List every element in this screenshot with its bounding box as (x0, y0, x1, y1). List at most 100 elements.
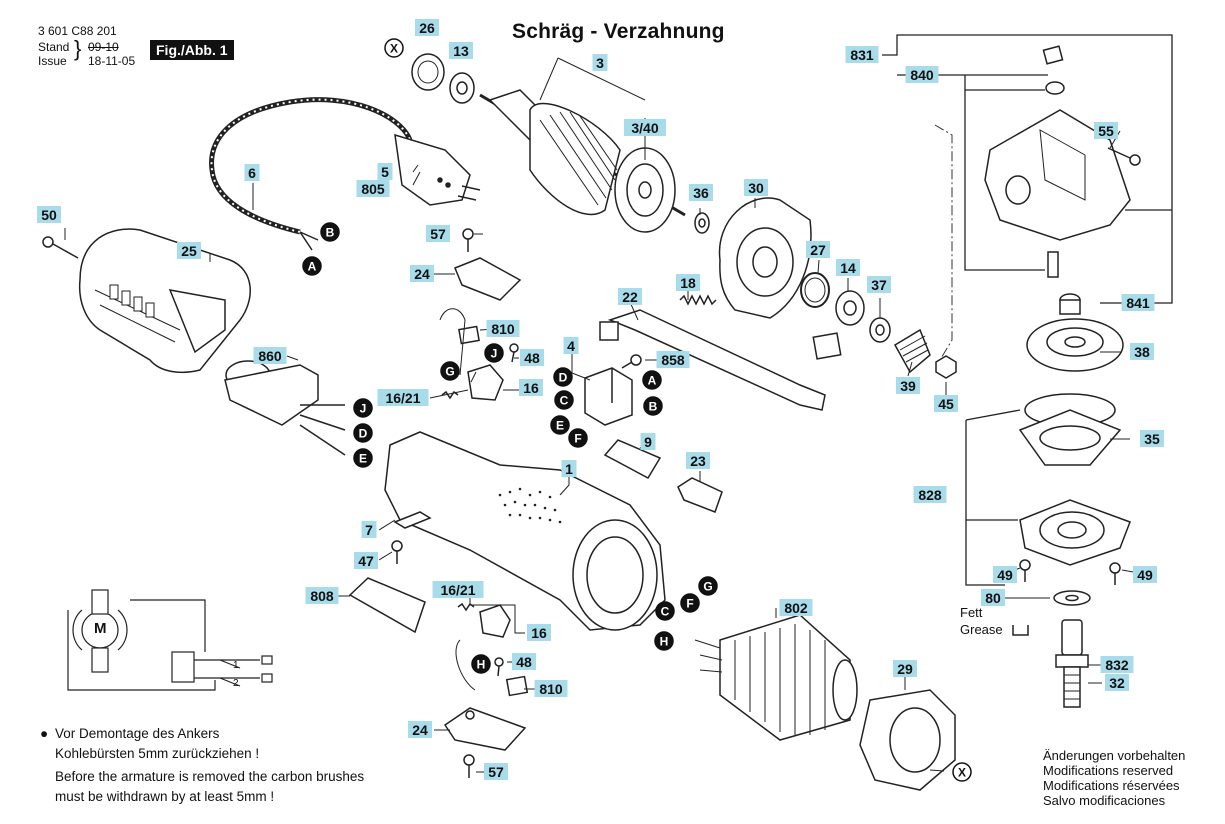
connection-marker-g: G (440, 361, 460, 381)
electronic-module-drawing (224, 360, 346, 456)
connection-marker-text: E (359, 452, 367, 466)
part-label-50: 50 (37, 206, 61, 223)
part-label-16-21: 16/21 (377, 389, 429, 406)
part-label-26: 26 (415, 19, 439, 36)
part-label-text: 48 (516, 654, 532, 670)
connection-marker-text: D (359, 427, 368, 441)
brace-glyph: } (74, 36, 82, 61)
part-label-80: 80 (981, 589, 1005, 606)
spring-18-drawing (679, 294, 717, 306)
part-label-text: 29 (897, 661, 913, 677)
part-label-32: 32 (1105, 674, 1129, 691)
connection-marker-a: A (642, 370, 662, 390)
connection-marker-text: A (308, 260, 317, 274)
part-label-text: 50 (41, 207, 57, 223)
part-label-23: 23 (686, 452, 710, 469)
part-label-text: 32 (1109, 675, 1125, 691)
footer-line-es: Salvo modificaciones (1043, 793, 1166, 808)
part-label-text: 24 (412, 722, 428, 738)
part-label-16-21: 16/21 (432, 581, 484, 598)
stand-label: Stand (38, 40, 70, 54)
part-label-6: 6 (244, 164, 260, 181)
washer-36-drawing (694, 212, 710, 234)
part-label-3-40: 3/40 (624, 119, 666, 136)
part-label-36: 36 (689, 184, 713, 201)
spindle-832-drawing (1055, 619, 1089, 708)
connection-marker-x: X (952, 762, 972, 782)
carbon-brush-810-drawing (439, 308, 529, 697)
part-label-text: 25 (181, 243, 197, 259)
connection-marker-text: G (445, 365, 454, 379)
part-label-text: 36 (693, 185, 709, 201)
note-line-2: Kohlebürsten 5mm zurückziehen ! (55, 746, 260, 761)
footer-line-de: Änderungen vorbehalten (1043, 748, 1186, 763)
washer-37-drawing (869, 317, 891, 343)
part-label-39: 39 (896, 377, 920, 394)
part-label-text: 27 (810, 242, 826, 258)
part-label-text: 7 (365, 522, 373, 538)
connection-marker-text: J (360, 402, 367, 416)
part-label-5: 5 (377, 163, 393, 180)
screw-50-drawing (42, 236, 79, 259)
part-label-30: 30 (744, 179, 768, 196)
part-label-831: 831 (845, 46, 879, 63)
part-label-805: 805 (356, 180, 390, 197)
connection-marker-text: G (703, 580, 712, 594)
part-label-text: 14 (840, 260, 856, 276)
bearing-13-drawing (449, 72, 475, 104)
connection-marker-g: G (698, 576, 718, 596)
part-label-text: 49 (997, 567, 1013, 583)
part-label-text: 16/21 (440, 582, 475, 598)
connection-marker-text: B (326, 226, 335, 240)
figure-label: Fig./Abb. 1 (150, 40, 234, 60)
power-plug-drawing (394, 133, 481, 206)
connection-marker-f: F (680, 593, 700, 613)
part-label-47: 47 (354, 552, 378, 569)
grease-label-en: Grease (960, 622, 1003, 637)
cover-23-drawing (677, 477, 723, 513)
part-label-text: 5 (381, 164, 389, 180)
connection-marker-d: D (353, 423, 373, 443)
connection-marker-j: J (353, 398, 373, 418)
part-label-text: 16 (523, 380, 539, 396)
screws-49-drawing (1019, 559, 1121, 585)
bevel-gear-38-drawing (1026, 318, 1124, 372)
armature-drawing (479, 89, 686, 233)
switch-cover-24-drawing (454, 257, 522, 301)
connection-marker-text: F (686, 597, 693, 611)
part-label-text: 1 (565, 461, 573, 477)
part-label-text: 18 (680, 275, 696, 291)
part-label-text: 805 (361, 181, 385, 197)
part-label-text: 30 (748, 180, 764, 196)
part-label-3: 3 (592, 54, 608, 71)
issue-date: 18-11-05 (88, 54, 136, 68)
part-label-810: 810 (486, 320, 520, 337)
insulation-808-drawing (348, 577, 426, 634)
part-label-13: 13 (449, 42, 473, 59)
film-9-drawing (603, 439, 662, 479)
part-label-832: 832 (1100, 656, 1134, 673)
connection-marker-text: X (390, 42, 398, 56)
part-label-57: 57 (426, 225, 450, 242)
part-label-24: 24 (410, 265, 434, 282)
connection-marker-f: F (568, 428, 588, 448)
connection-marker-x: X (384, 38, 404, 58)
connection-marker-text: E (556, 419, 564, 433)
note-bullet: ● (40, 726, 49, 741)
connection-marker-j: J (484, 343, 504, 363)
washer-80-drawing (1053, 590, 1091, 606)
connection-marker-text: A (648, 374, 657, 388)
part-label-text: 48 (524, 350, 540, 366)
part-label-24: 24 (408, 721, 432, 738)
part-label-text: 808 (310, 588, 334, 604)
switch-lever-drawing (599, 309, 826, 411)
part-label-text: 55 (1098, 123, 1114, 139)
part-label-text: 858 (661, 352, 685, 368)
part-label-text: 57 (430, 226, 446, 242)
part-label-55: 55 (1094, 122, 1118, 139)
part-label-text: 26 (419, 20, 435, 36)
part-label-35: 35 (1140, 430, 1164, 447)
